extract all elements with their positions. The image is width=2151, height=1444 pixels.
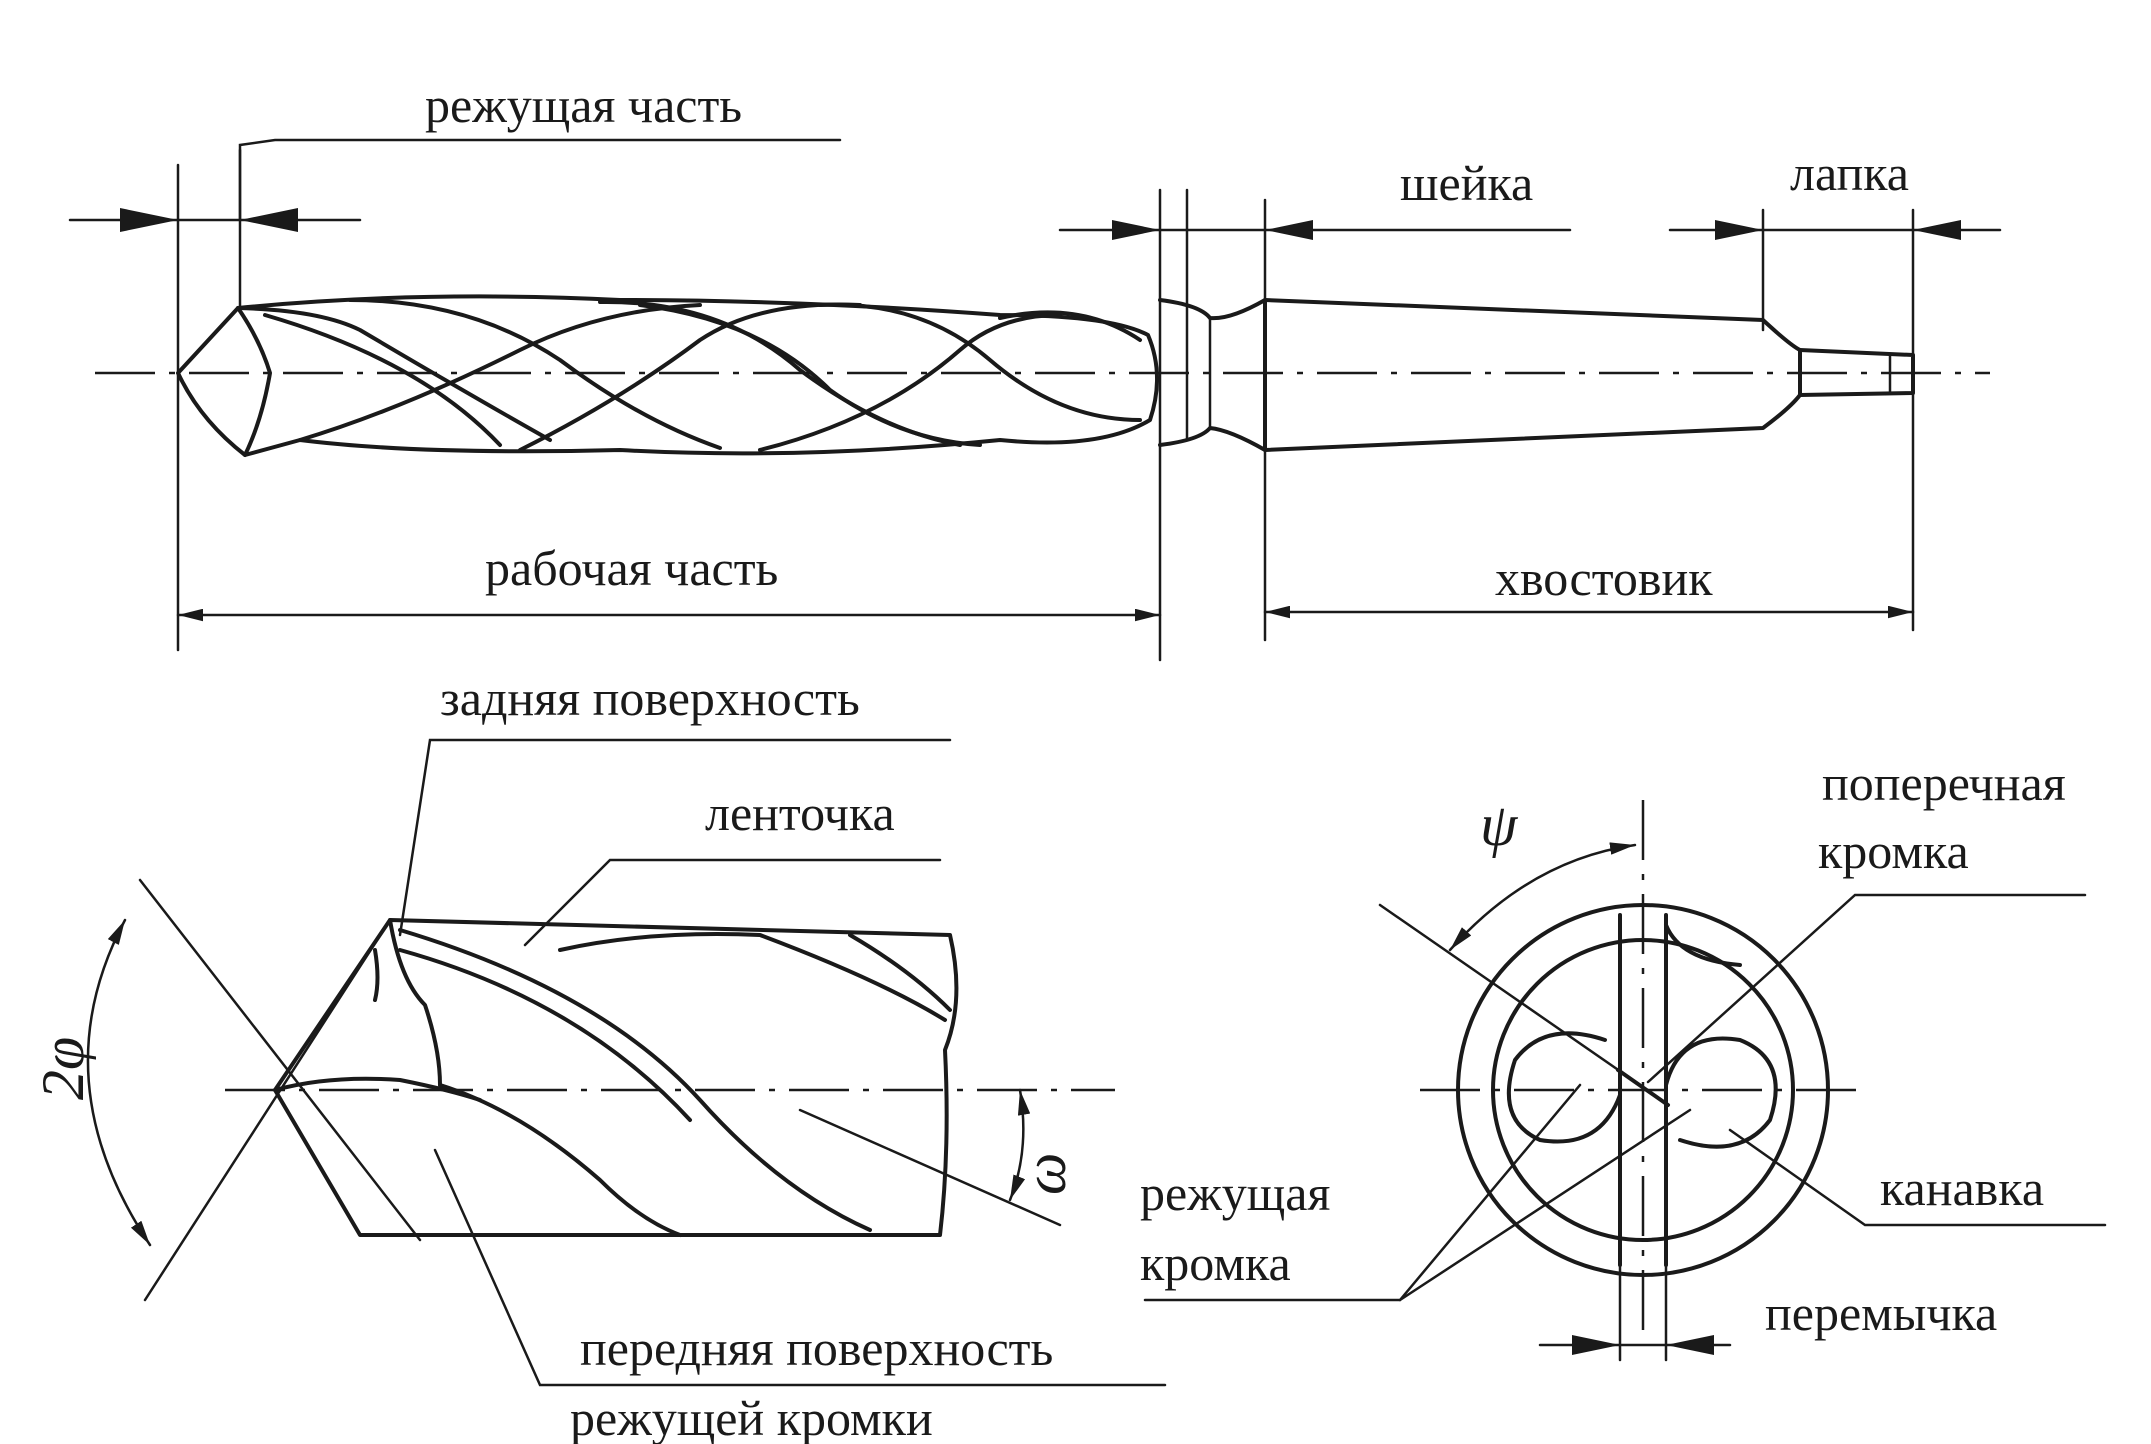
margin-line	[848, 933, 952, 1012]
dim-arrow	[240, 208, 298, 232]
label-flute: канавка	[1880, 1160, 2044, 1216]
outer-circle	[1456, 903, 1830, 1277]
symbol-point-angle: 2φ	[30, 1037, 96, 1100]
flute-edge	[1664, 923, 1742, 967]
label-neck: шейка	[1400, 155, 1533, 211]
leader-cutting-part	[238, 138, 842, 222]
tip-body-outline	[273, 918, 959, 1237]
dim-arrow	[1666, 1335, 1714, 1355]
leader-margin	[523, 858, 942, 947]
inner-circle	[1491, 938, 1795, 1242]
helix-line	[398, 948, 692, 1122]
label-rake-surface-line2: режущей кромки	[570, 1390, 933, 1444]
helix-line	[398, 928, 872, 1232]
symbol-chisel-angle: ψ	[1480, 792, 1519, 858]
drill-end-view: ψ поперечная кромка режущая кромка канав…	[1140, 755, 2107, 1362]
dim-arrow	[1572, 1335, 1620, 1355]
label-web: перемычка	[1765, 1285, 1997, 1341]
leader-rake-surface	[433, 1148, 1167, 1387]
flute-edge	[818, 302, 1142, 422]
leader-transverse-edge	[1646, 893, 2087, 1084]
label-transverse-edge-line2: кромка	[1818, 823, 1969, 879]
dim-arrow	[120, 208, 178, 232]
flute-edge	[758, 313, 1062, 452]
dim-arrow	[1112, 220, 1160, 240]
helix-line	[438, 1083, 682, 1237]
flute-edge	[263, 313, 502, 447]
tang-outline	[1798, 348, 1915, 397]
tip-lip-edge	[388, 918, 442, 1087]
label-margin: ленточка	[705, 785, 895, 841]
chisel-angle-line	[1378, 903, 1642, 1087]
label-shank: хвостовик	[1495, 550, 1713, 606]
label-cutting-edge-line1: режущая	[1140, 1165, 1330, 1221]
helix-angle-line	[798, 1108, 1062, 1227]
symbol-helix-angle: ω	[1012, 1153, 1078, 1195]
leader-cutting-edge-2	[1398, 1108, 1692, 1302]
point-angle-arc	[86, 918, 152, 1247]
flute-edge	[998, 310, 1142, 342]
flank-mark	[373, 948, 380, 1002]
label-working-part: рабочая часть	[485, 540, 778, 596]
label-transverse-edge-line1: поперечная	[1822, 755, 2066, 811]
tip-edge	[273, 1076, 482, 1102]
flute-profile	[1664, 1036, 1778, 1149]
drill-tip-detail: 2φ ω задняя поверхность ленточка передня…	[30, 670, 1167, 1444]
flute-edge	[298, 303, 702, 442]
leader-flute	[1728, 1128, 2107, 1227]
flute-edge	[236, 306, 552, 442]
neck-outline	[1158, 298, 1267, 452]
flute-edge	[638, 303, 982, 447]
dim-arrow	[1715, 220, 1763, 240]
chisel-angle-arc	[1448, 842, 1637, 952]
working-part-outline	[176, 294, 1159, 457]
flute-edge	[518, 302, 862, 452]
label-tang: лапка	[1790, 145, 1909, 201]
helix-angle-arc	[1008, 1088, 1031, 1202]
shank-outline	[1263, 298, 1802, 452]
drill-side-view: режущая часть шейка лапка рабочая часть …	[68, 77, 2002, 662]
dim-arrow	[1913, 220, 1961, 240]
helix-line	[558, 932, 947, 1022]
leader-flank-surface	[398, 738, 952, 937]
cone-line	[138, 878, 422, 1242]
tip-lip	[236, 306, 272, 457]
label-cutting-edge-line2: кромка	[1140, 1235, 1291, 1291]
flute-edge	[348, 298, 722, 450]
label-cutting-part: режущая часть	[425, 77, 742, 133]
label-flank-surface: задняя поверхность	[440, 670, 860, 726]
label-rake-surface-line1: передняя поверхность	[580, 1320, 1053, 1376]
flute-profile	[1506, 1031, 1622, 1144]
dim-arrow	[1265, 220, 1313, 240]
